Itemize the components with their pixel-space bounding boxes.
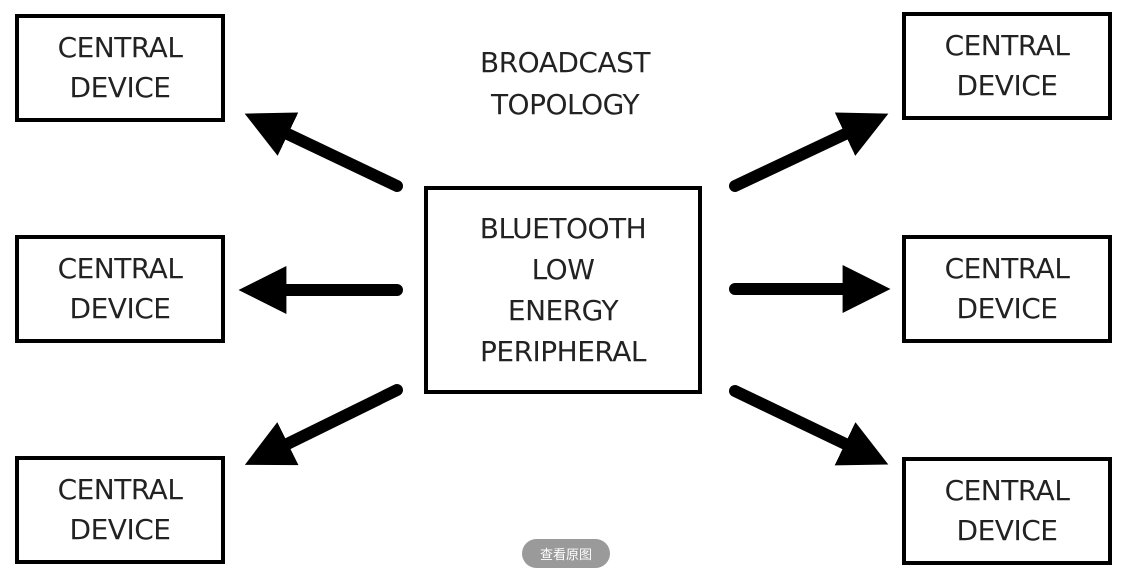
center-line-2: LOW: [531, 253, 595, 286]
node-label-line-2: DEVICE: [69, 292, 171, 325]
node-label-line-2: DEVICE: [956, 69, 1058, 102]
title-line-2: TOPOLOGY: [490, 88, 640, 121]
node-label-line-1: CENTRAL: [57, 252, 183, 285]
node-middle-left: CENTRAL DEVICE: [15, 235, 225, 343]
arrow-to-top-left: [244, 112, 403, 192]
center-line-1: BLUETOOTH: [479, 212, 647, 245]
node-label-line-1: CENTRAL: [944, 252, 1070, 285]
node-label-line-1: CENTRAL: [57, 31, 183, 64]
arrow-to-bottom-right: [729, 385, 889, 466]
node-label-line-1: CENTRAL: [944, 474, 1070, 507]
node-label-line-1: CENTRAL: [944, 29, 1070, 62]
arrow-to-top-right: [729, 112, 889, 192]
node-label-line-2: DEVICE: [69, 71, 171, 104]
node-top-left: CENTRAL DEVICE: [15, 14, 225, 122]
view-original-button[interactable]: 查看原图: [522, 539, 610, 568]
center-line-3: ENERGY: [507, 294, 619, 327]
center-line-4: PERIPHERAL: [480, 335, 647, 368]
node-middle-right: CENTRAL DEVICE: [902, 235, 1112, 343]
node-bottom-left: CENTRAL DEVICE: [15, 456, 225, 564]
diagram-title: BROADCAST TOPOLOGY: [455, 42, 675, 126]
node-label-line-2: DEVICE: [956, 514, 1058, 547]
title-line-1: BROADCAST: [479, 46, 651, 79]
node-label-line-1: CENTRAL: [57, 473, 183, 506]
arrow-to-bottom-left: [244, 384, 403, 466]
node-label-line-2: DEVICE: [956, 292, 1058, 325]
node-label-line-2: DEVICE: [69, 513, 171, 546]
node-top-right: CENTRAL DEVICE: [902, 12, 1112, 120]
center-node-peripheral: BLUETOOTH LOW ENERGY PERIPHERAL: [424, 186, 702, 394]
node-bottom-right: CENTRAL DEVICE: [902, 457, 1112, 565]
